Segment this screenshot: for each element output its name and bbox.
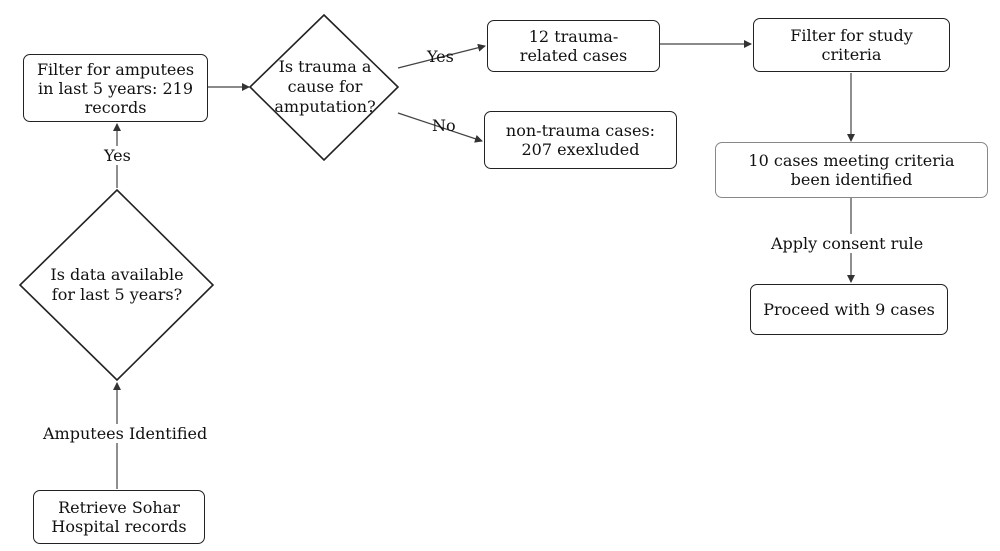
edge-label-amputees-identified: Amputees Identified [40,424,211,443]
arrow-trauma-no [397,112,483,143]
filter-amputees-text: Filter for amputees in last 5 years: 219… [36,59,195,117]
retrieve-records-box: Retrieve Sohar Hospital records [33,490,205,544]
trauma-cases-box: 12 trauma-related cases [487,20,660,72]
arrow-trauma-yes [397,43,486,69]
criteria-met-box: 10 cases meeting criteria been identifie… [715,142,988,198]
edge-label-yes-data: Yes [101,146,134,165]
criteria-met-text: 10 cases meeting criteria been identifie… [748,151,955,189]
proceed-text: Proceed with 9 cases [763,300,935,319]
trauma-cause-diamond [248,13,400,162]
edge-label-consent: Apply consent rule [768,234,927,253]
proceed-box: Proceed with 9 cases [750,284,948,335]
study-filter-box: Filter for study criteria [753,18,950,72]
data-available-diamond [18,188,215,382]
non-trauma-box: non-trauma cases: 207 exexluded [484,111,677,169]
non-trauma-text: non-trauma cases: 207 exexluded [505,121,656,159]
edge-label-yes-trauma: Yes [427,47,454,66]
trauma-cases-text: 12 trauma-related cases [519,27,628,65]
data-available-text: Is data available for last 5 years? [50,265,184,304]
trauma-cause-text: Is trauma a cause for amputation? [274,57,376,116]
study-filter-text: Filter for study criteria [790,26,913,64]
filter-amputees-box: Filter for amputees in last 5 years: 219… [23,54,208,122]
retrieve-records-text: Retrieve Sohar Hospital records [51,498,187,536]
edge-label-no-trauma: No [432,116,456,135]
